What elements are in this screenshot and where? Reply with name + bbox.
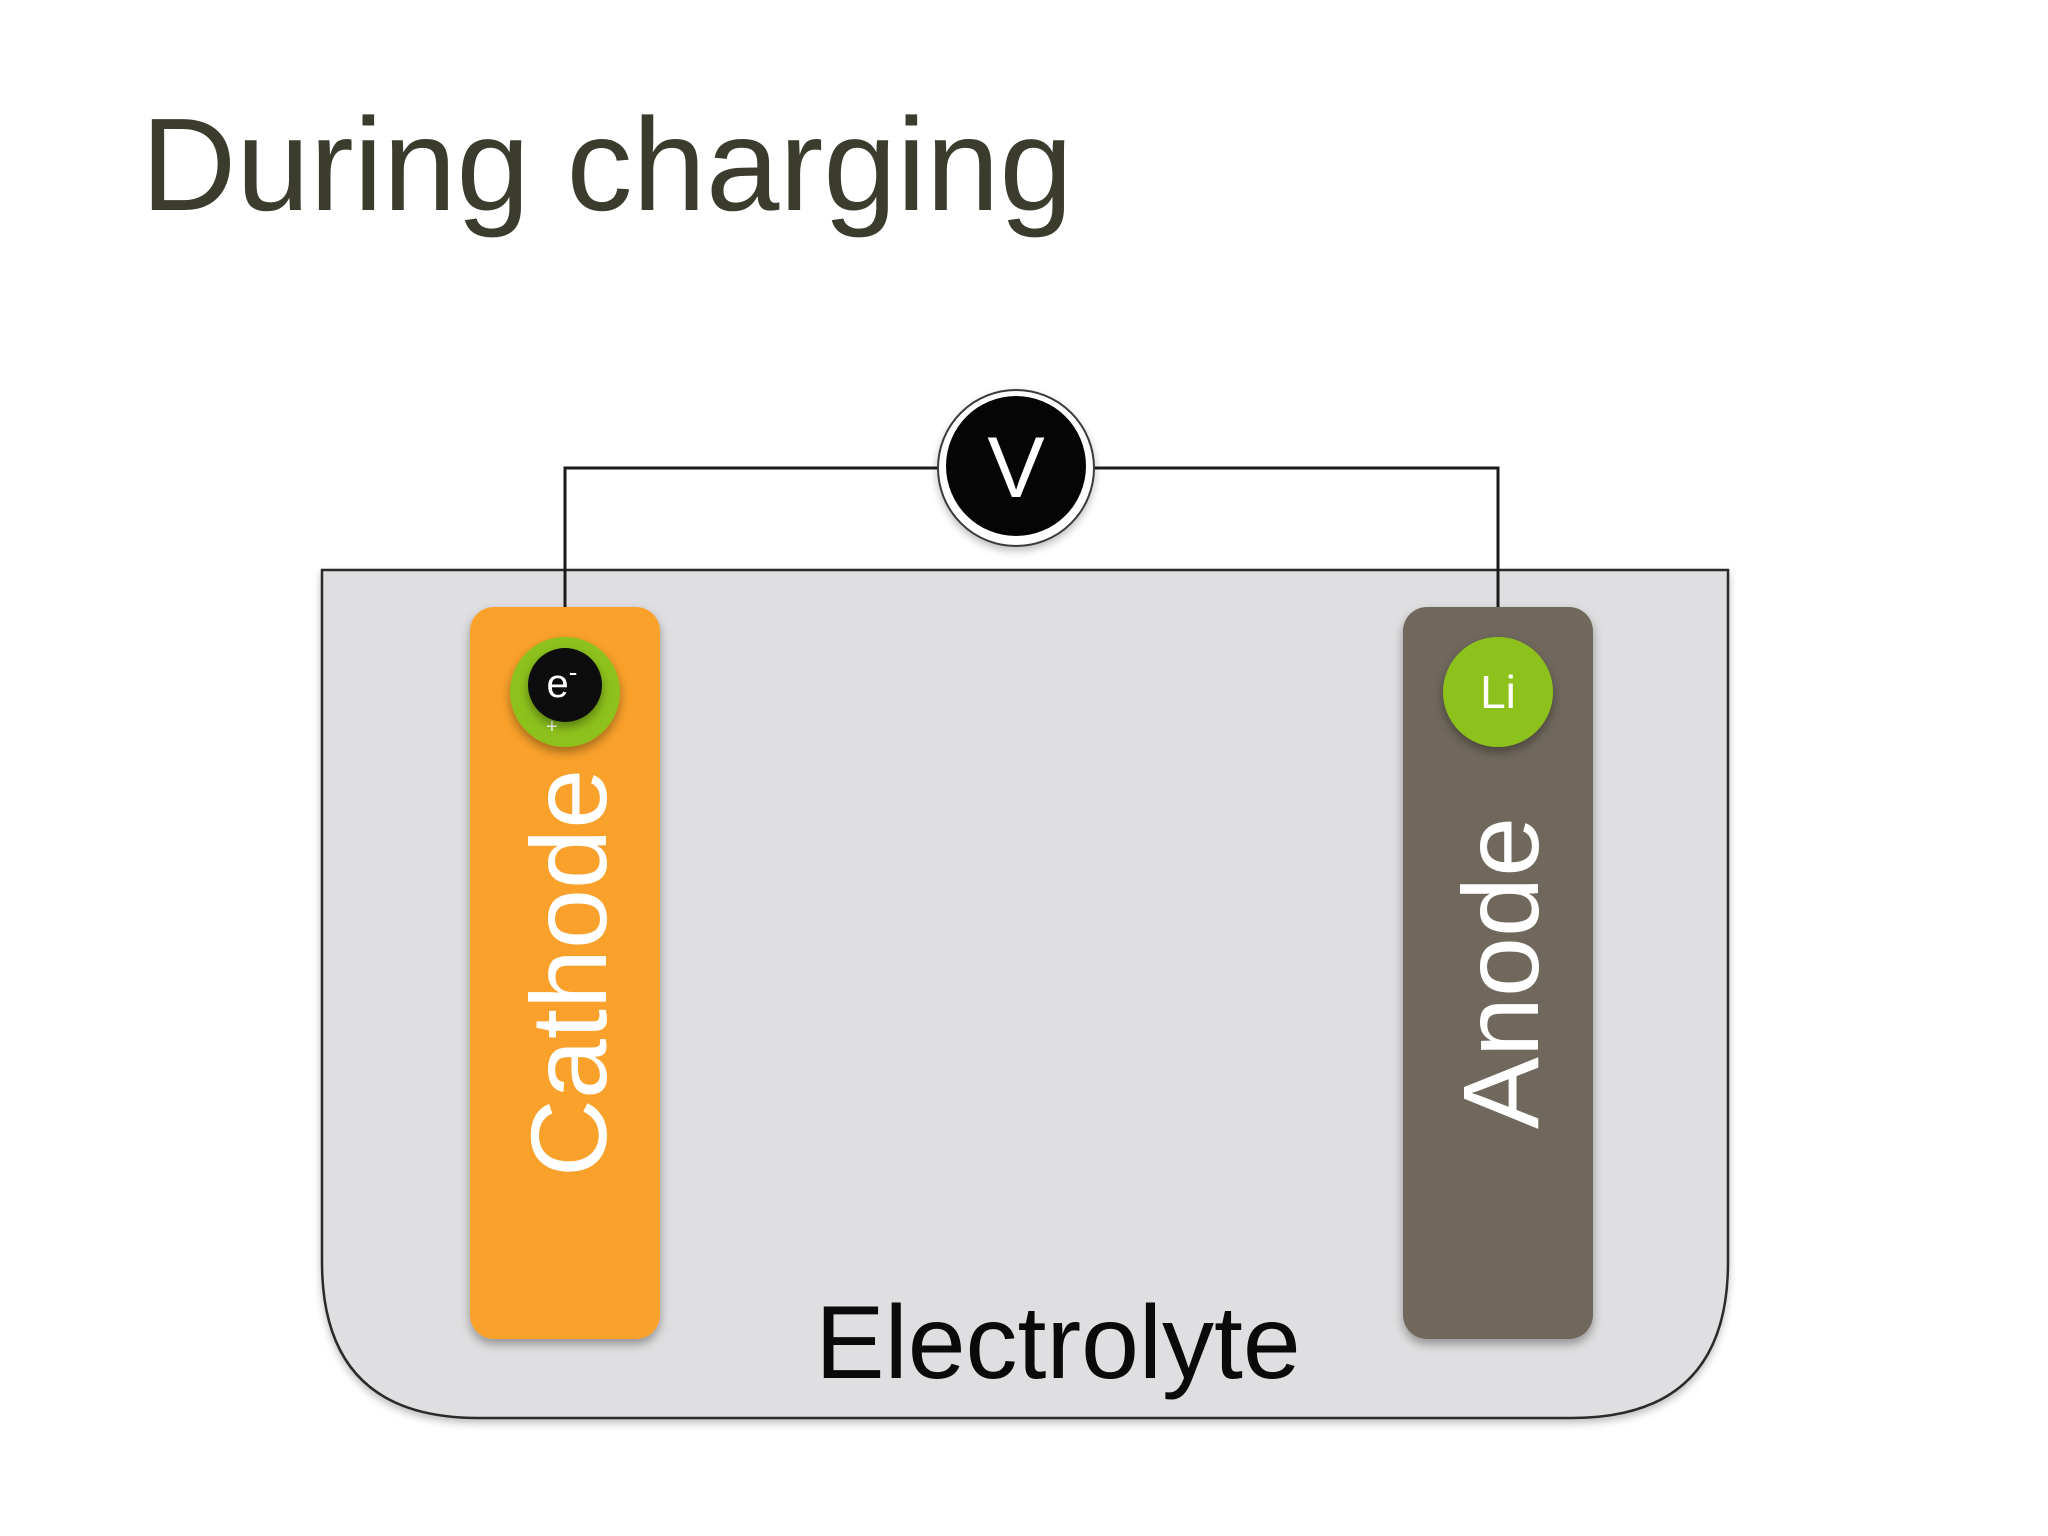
voltmeter-label: V bbox=[987, 420, 1044, 516]
slide-title: During charging bbox=[141, 91, 1073, 238]
cathode-label: Cathode bbox=[508, 769, 629, 1177]
lithium-ion-with-electron: + e- bbox=[510, 637, 620, 747]
ion-charge-label: + bbox=[546, 716, 558, 738]
svg-text:e-: e- bbox=[547, 657, 578, 706]
voltmeter: V bbox=[937, 389, 1095, 547]
anode-label: Anode bbox=[1440, 817, 1561, 1129]
electrolyte-container bbox=[320, 568, 1730, 1420]
anode-electrode: Anode bbox=[1403, 607, 1593, 1339]
cathode-electrode: Cathode bbox=[470, 607, 660, 1339]
electron-particle bbox=[528, 648, 602, 722]
electron-label: e bbox=[547, 662, 569, 706]
circuit-wire bbox=[563, 466, 1500, 612]
lithium-atom: Li bbox=[1443, 637, 1553, 747]
voltmeter-body bbox=[946, 396, 1086, 536]
electron-charge-label: - bbox=[569, 657, 578, 687]
lithium-label: Li bbox=[1480, 666, 1516, 718]
lithium-atom-particle bbox=[1443, 637, 1553, 747]
electrolyte-label: Electrolyte bbox=[815, 1285, 1301, 1401]
